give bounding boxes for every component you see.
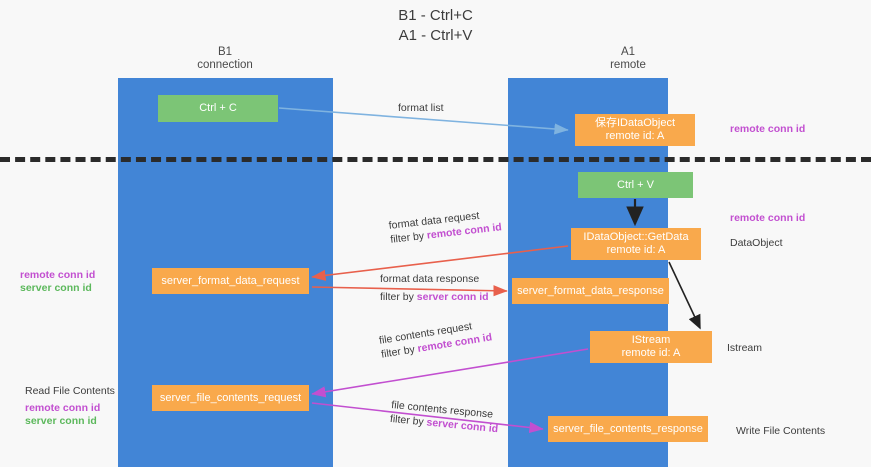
lane-header-b1: B1 connection	[150, 46, 300, 72]
node-ctrl-c[interactable]: Ctrl + C	[158, 95, 278, 122]
edge-label-file-contents-response: file contents response filter by server …	[389, 398, 500, 436]
filter-by-highlight: server conn id	[416, 291, 489, 303]
side-note-remote-conn-id-top: remote conn id	[730, 123, 806, 135]
node-istream[interactable]: IStream remote id: A	[590, 331, 712, 363]
page-title: B1 - Ctrl+C A1 - Ctrl+V	[0, 6, 871, 46]
node-server-format-data-response[interactable]: server_format_data_response	[512, 278, 669, 304]
node-idataobject-getdata[interactable]: IDataObject::GetData remote id: A	[571, 228, 701, 260]
side-note-left-server-conn-id: server conn id	[20, 282, 92, 294]
lane-header-b1-line2: connection	[197, 59, 253, 71]
lane-header-a1: A1 remote	[553, 46, 703, 72]
side-note-istream: Istream	[727, 342, 763, 354]
node-ctrl-v-label: Ctrl + V	[617, 178, 654, 191]
node-save-idataobject-sub: remote id: A	[605, 130, 665, 142]
edge-label-format-list-line1: format list	[398, 102, 444, 114]
edge-label-format-data-response-line1: format data response	[380, 273, 480, 285]
title-line-2: A1 - Ctrl+V	[398, 27, 473, 44]
title-line-1: B1 - Ctrl+C	[398, 7, 473, 24]
side-note-dataobject: DataObject	[730, 237, 783, 249]
lane-header-a1-line2: remote	[610, 59, 646, 71]
node-server-file-contents-response[interactable]: server_file_contents_response	[548, 416, 708, 442]
side-note-remote-conn-id-mid: remote conn id	[730, 212, 806, 224]
node-istream-label: IStream	[631, 334, 671, 346]
node-server-file-contents-request-label: server_file_contents_request	[159, 391, 302, 404]
node-server-format-data-request[interactable]: server_format_data_request	[152, 268, 309, 294]
side-note-left2-server-conn-id: server conn id	[25, 415, 97, 427]
side-note-left2-remote-conn-id: remote conn id	[25, 402, 101, 414]
node-server-format-data-request-label: server_format_data_request	[161, 274, 300, 287]
node-istream-sub: remote id: A	[621, 347, 681, 359]
filter-by-prefix: filter by	[389, 229, 428, 246]
edge-label-format-data-request: format data request filter by remote con…	[388, 206, 502, 247]
lane-header-a1-line1: A1	[620, 46, 636, 58]
node-save-idataobject[interactable]: 保存IDataObject remote id: A	[575, 114, 695, 146]
node-server-format-data-response-label: server_format_data_response	[517, 284, 664, 297]
side-note-write-file-contents: Write File Contents	[736, 425, 826, 437]
node-idataobject-getdata-label: IDataObject::GetData	[583, 231, 689, 243]
edge-label-format-data-response: format data response filter by server co…	[380, 272, 489, 304]
lane-header-b1-line1: B1	[217, 46, 233, 58]
node-idataobject-getdata-sub: remote id: A	[606, 244, 666, 256]
filter-by-prefix: filter by	[380, 291, 417, 303]
edge-label-file-contents-request: file contents request filter by remote c…	[378, 316, 493, 361]
side-note-read-file-contents: Read File Contents	[25, 385, 115, 397]
filter-by-prefix: filter by	[389, 412, 428, 429]
side-note-left-remote-conn-id: remote conn id	[20, 269, 96, 281]
node-save-idataobject-label: 保存IDataObject	[594, 117, 676, 129]
node-server-file-contents-request[interactable]: server_file_contents_request	[152, 385, 309, 411]
node-server-file-contents-response-label: server_file_contents_response	[553, 422, 703, 435]
node-ctrl-c-label: Ctrl + C	[199, 102, 237, 114]
edge-label-format-list: format list	[398, 101, 444, 115]
edge-label-format-data-response-line2: filter by server conn id	[380, 290, 489, 304]
node-ctrl-v[interactable]: Ctrl + V	[578, 172, 693, 198]
phase-divider	[0, 157, 871, 162]
